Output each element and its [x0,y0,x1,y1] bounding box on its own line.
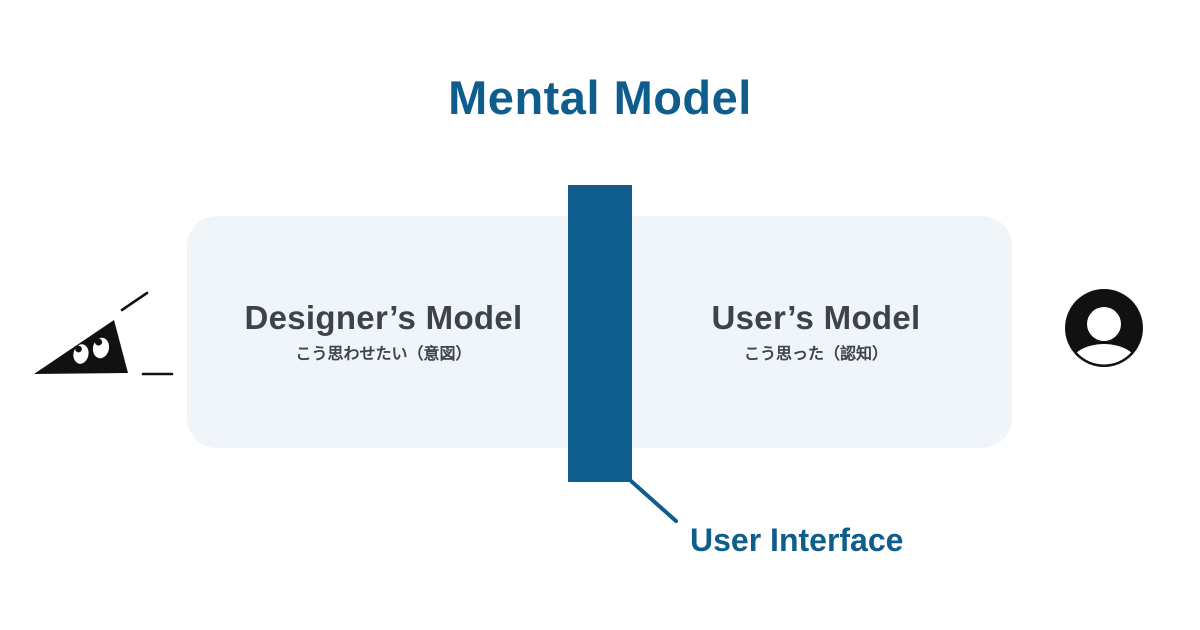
user-interface-bar [568,185,632,482]
user-interface-label: User Interface [690,522,904,558]
designer-model-title: Designer’s Model [244,299,523,336]
user-avatar-icon [1065,289,1143,367]
designer-character-icon [34,291,174,376]
designer-model-section: Designer’s Model こう思わせたい（意図） [187,216,580,448]
user-model-section: User’s Model こう思った（認知） [620,216,1012,448]
page-title: Mental Model [448,71,752,124]
user-model-title: User’s Model [711,299,921,336]
user-model-subtitle: こう思った（認知） [743,346,888,363]
designer-model-subtitle: こう思わせたい（意図） [295,346,472,363]
